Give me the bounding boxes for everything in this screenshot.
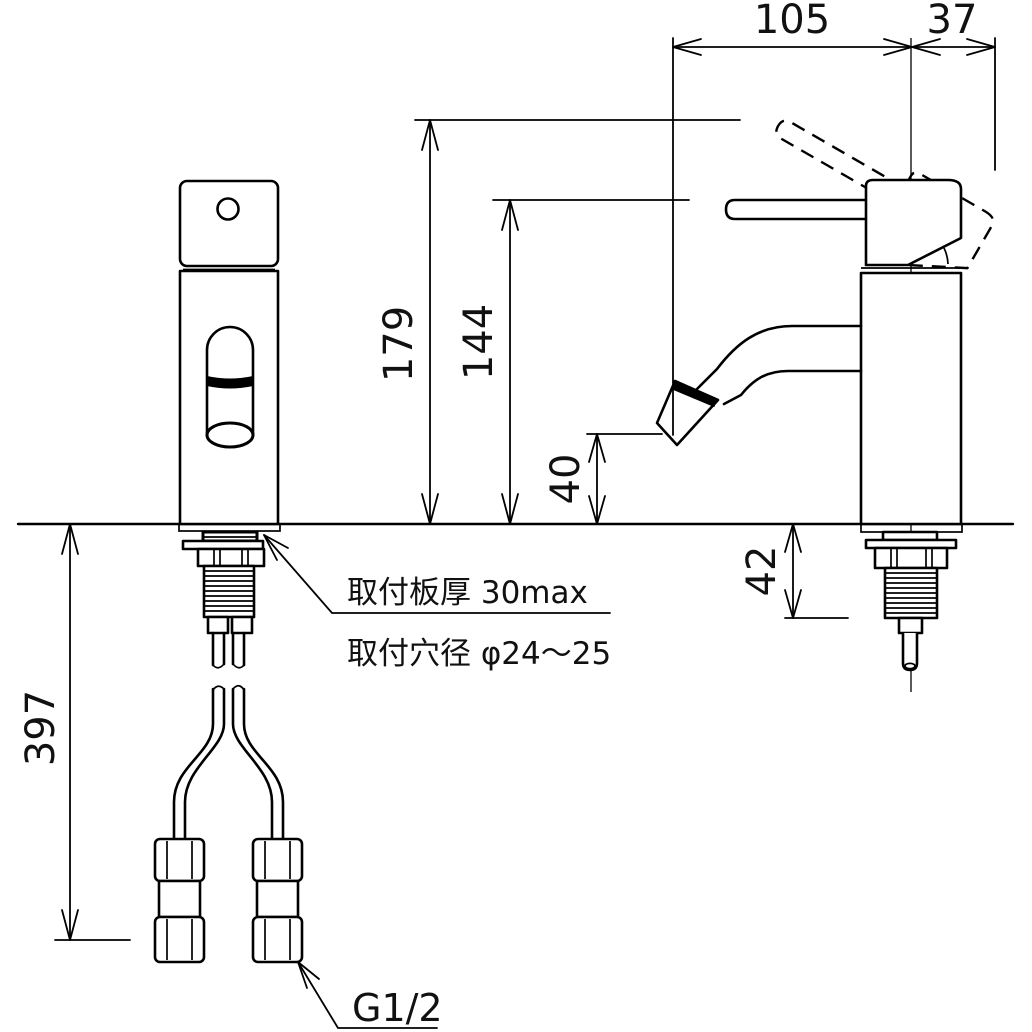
note-thread: G1/2 bbox=[297, 961, 443, 1030]
dim-42-label: 42 bbox=[739, 546, 785, 597]
side-pipe-outlet bbox=[904, 662, 916, 670]
side-lever bbox=[724, 198, 866, 221]
front-body bbox=[178, 269, 280, 526]
side-spout-band bbox=[671, 380, 718, 408]
side-view bbox=[655, 38, 995, 692]
dim-179: 179 bbox=[376, 119, 741, 525]
dim-179-label: 179 bbox=[376, 306, 422, 382]
dim-397: 397 bbox=[18, 523, 131, 941]
side-pivot-arc bbox=[943, 247, 949, 265]
front-hose-connector-right bbox=[230, 615, 254, 635]
dim-397-label: 397 bbox=[18, 690, 64, 766]
dim-top: 105 37 bbox=[672, 0, 996, 436]
dim-37-label: 37 bbox=[927, 0, 978, 43]
front-hose-stubs bbox=[211, 631, 246, 667]
front-hose-connector-left bbox=[206, 615, 230, 635]
front-handle bbox=[178, 179, 280, 268]
dim-105-label: 105 bbox=[754, 0, 830, 43]
dim-40: 40 bbox=[543, 433, 663, 525]
dim-40-label: 40 bbox=[543, 454, 589, 505]
front-spout bbox=[205, 325, 255, 437]
note-mount-hole: 取付穴径 φ24～25 bbox=[347, 636, 611, 672]
front-spout-band bbox=[207, 376, 253, 389]
hose-fitting-left bbox=[153, 837, 206, 964]
front-nut bbox=[196, 547, 266, 568]
note-thread-size: G1/2 bbox=[352, 986, 443, 1030]
front-hoses bbox=[172, 687, 285, 841]
dim-144-label: 144 bbox=[456, 304, 502, 380]
dim-42: 42 bbox=[739, 523, 849, 619]
note-mount-thickness: 取付板厚 30max bbox=[347, 575, 588, 611]
side-spout-top bbox=[692, 324, 863, 394]
front-handle-hole bbox=[216, 197, 240, 221]
hose-fitting-right bbox=[251, 837, 304, 964]
side-spout-bottom bbox=[722, 369, 863, 406]
front-spout-outlet bbox=[205, 421, 255, 449]
front-view bbox=[153, 179, 304, 964]
side-pipe bbox=[901, 633, 919, 672]
side-handle-raised-dashed bbox=[775, 119, 995, 270]
side-shank-step bbox=[897, 616, 924, 635]
side-body bbox=[859, 271, 963, 526]
note-mounting: 取付板厚 30max 取付穴径 φ24～25 bbox=[263, 534, 611, 672]
side-handle-body bbox=[864, 178, 963, 267]
dim-144: 144 bbox=[456, 199, 690, 525]
side-nut bbox=[873, 546, 949, 570]
